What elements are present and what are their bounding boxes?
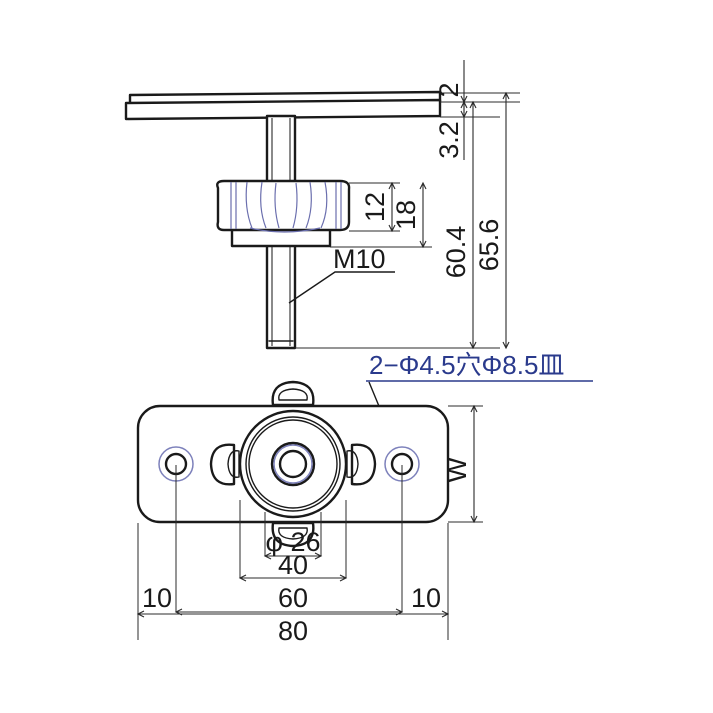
dim-height-under-text: 60.4: [441, 226, 471, 279]
hole-note-text: 2−Φ4.5穴Φ8.5皿: [369, 350, 564, 380]
dim-knob-total: 18: [330, 181, 432, 249]
dim-inner-span-text: 40: [278, 550, 308, 580]
dim-height-under: 60.4: [441, 100, 477, 350]
hole-note: 2−Φ4.5穴Φ8.5皿: [366, 350, 593, 458]
dim-edge-right-text: 10: [411, 583, 441, 613]
thread-label-text: M10: [333, 244, 386, 274]
dim-plate-length: 80: [136, 610, 450, 646]
dim-knob-diameter-text: φ 26: [265, 527, 320, 557]
top-plate: [124, 98, 442, 121]
plan-dimension-group: W φ 26 40 60: [136, 404, 483, 646]
four-lobe-knob: [216, 179, 351, 233]
dim-height-overall: 65.6: [474, 91, 510, 350]
four-lobe-knob-plan: [209, 380, 377, 548]
dim-edge-left-text: 10: [142, 583, 172, 613]
dim-knob-body-text: 12: [360, 192, 390, 222]
dim-plate-thickness: 3.2: [434, 100, 468, 160]
side-dimension-group: 2 3.2 12: [295, 60, 520, 350]
dim-inner-span: 40: [238, 550, 348, 582]
dim-edge-left: 10: [142, 583, 172, 613]
dim-knob-diameter: φ 26: [263, 527, 323, 560]
dim-hole-pitch: 60: [174, 583, 404, 616]
thread-label: M10: [288, 244, 395, 304]
dim-knob-total-text: 18: [391, 200, 421, 230]
dim-plate-thickness-text: 3.2: [434, 121, 464, 159]
dim-edge-right: 10: [411, 583, 441, 613]
dim-plate-length-text: 80: [278, 616, 308, 646]
dim-knob-body: 12: [349, 181, 400, 233]
dim-cap-thickness-text: 2: [434, 82, 464, 97]
dim-hole-pitch-text: 60: [278, 583, 308, 613]
right-countersunk-hole: [384, 446, 420, 482]
dim-height-overall-text: 65.6: [474, 219, 504, 272]
knob-rib-lines: [230, 181, 342, 233]
plan-view: W φ 26 40 60: [136, 380, 483, 646]
dim-plate-width-text: W: [442, 457, 472, 483]
dim-plate-width: W: [442, 404, 483, 524]
side-elevation-view: M10 2 3.2: [124, 60, 520, 350]
